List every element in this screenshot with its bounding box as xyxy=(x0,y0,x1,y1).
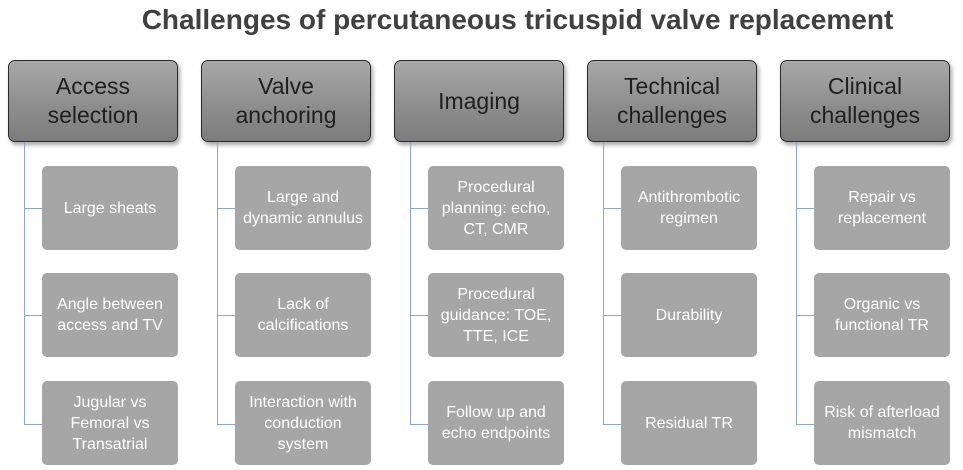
header-access-selection: Access selection xyxy=(8,60,178,142)
item-box: Large and dynamic annulus xyxy=(235,166,371,250)
item-box: Follow up and echo endpoints xyxy=(428,381,564,465)
connector-branch xyxy=(24,424,42,425)
connector-line xyxy=(603,142,604,424)
header-valve-anchoring: Valve anchoring xyxy=(201,60,371,142)
connector-line xyxy=(217,142,218,424)
connector-branch xyxy=(603,208,621,209)
connector-branch xyxy=(410,315,428,316)
connector-branch xyxy=(217,424,235,425)
connector-branch xyxy=(603,315,621,316)
connector-line xyxy=(410,142,411,424)
item-box: Durability xyxy=(621,273,757,357)
connector-branch xyxy=(24,208,42,209)
column-valve-anchoring: Valve anchoring Large and dynamic annulu… xyxy=(201,60,373,470)
header-imaging: Imaging xyxy=(394,60,564,142)
item-box: Lack of calcifications xyxy=(235,273,371,357)
item-box: Risk of afterload mismatch xyxy=(814,381,950,465)
connector-branch xyxy=(603,424,621,425)
column-clinical-challenges: Clinical challenges Repair vs replacemen… xyxy=(780,60,952,470)
item-box: Procedural guidance: TOE, TTE, ICE xyxy=(428,273,564,357)
connector-branch xyxy=(410,424,428,425)
connector-branch xyxy=(796,208,814,209)
item-box: Organic vs functional TR xyxy=(814,273,950,357)
connector-branch xyxy=(796,315,814,316)
connector-branch xyxy=(217,315,235,316)
item-box: Repair vs replacement xyxy=(814,166,950,250)
header-clinical-challenges: Clinical challenges xyxy=(780,60,950,142)
item-box: Residual TR xyxy=(621,381,757,465)
column-technical-challenges: Technical challenges Antithrombotic regi… xyxy=(587,60,759,470)
item-box: Angle between access and TV xyxy=(42,273,178,357)
item-box: Procedural planning: echo, CT, CMR xyxy=(428,166,564,250)
item-box: Antithrombotic regimen xyxy=(621,166,757,250)
column-imaging: Imaging Procedural planning: echo, CT, C… xyxy=(394,60,566,470)
connector-branch xyxy=(24,315,42,316)
header-technical-challenges: Technical challenges xyxy=(587,60,757,142)
connector-line xyxy=(24,142,25,424)
connector-branch xyxy=(410,208,428,209)
connector-line xyxy=(796,142,797,424)
diagram-title: Challenges of percutaneous tricuspid val… xyxy=(141,4,894,35)
item-box: Large sheats xyxy=(42,166,178,250)
connector-branch xyxy=(217,208,235,209)
connector-branch xyxy=(796,424,814,425)
column-access-selection: Access selection Large sheats Angle betw… xyxy=(8,60,180,470)
item-box: Interaction with conduction system xyxy=(235,381,371,465)
item-box: Jugular vs Femoral vs Transatrial xyxy=(42,381,178,465)
